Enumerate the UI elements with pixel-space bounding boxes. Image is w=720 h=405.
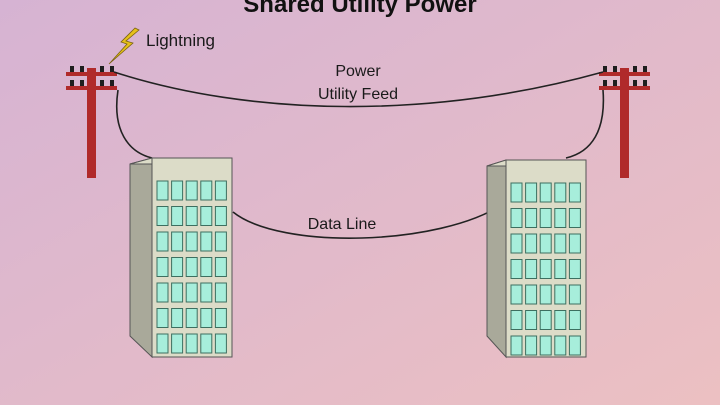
building-window <box>156 257 169 277</box>
building-window <box>510 208 523 228</box>
power-label: Power <box>335 63 381 80</box>
building-window <box>171 231 184 252</box>
building-window <box>171 282 184 303</box>
building-window <box>539 335 552 356</box>
building-window <box>554 335 567 356</box>
building-window <box>554 259 567 279</box>
building-window <box>525 182 538 203</box>
building-window <box>568 233 581 254</box>
right-service-drop-wire <box>565 89 605 159</box>
building-window <box>539 259 552 279</box>
building-window <box>156 308 169 328</box>
building-window <box>185 282 198 303</box>
building-window <box>214 231 227 252</box>
left-building-windows <box>156 180 227 354</box>
building-window <box>185 231 198 252</box>
building-window <box>510 182 523 203</box>
building-window <box>171 308 184 328</box>
building-window <box>568 182 581 203</box>
building-window <box>156 180 169 201</box>
power-utility-feed-wire <box>113 71 604 108</box>
building-window <box>200 206 213 226</box>
building-window <box>525 284 538 305</box>
data-line-label: Data Line <box>308 216 377 233</box>
right-building-windows <box>510 182 581 356</box>
building-window <box>185 333 198 354</box>
building-window <box>539 208 552 228</box>
building-window <box>525 233 538 254</box>
building-window <box>510 259 523 279</box>
building-window <box>214 308 227 328</box>
building-window <box>185 206 198 226</box>
building-window <box>185 308 198 328</box>
building-window <box>156 206 169 226</box>
building-window <box>171 180 184 201</box>
building-window <box>568 310 581 330</box>
left-utility-pole-icon <box>66 66 117 178</box>
building-window <box>200 180 213 201</box>
building-window <box>214 257 227 277</box>
building-window <box>214 206 227 226</box>
building-window <box>171 333 184 354</box>
building-window <box>568 335 581 356</box>
building-window <box>214 180 227 201</box>
building-window <box>510 310 523 330</box>
building-window <box>539 182 552 203</box>
lightning-label: Lightning <box>146 31 215 50</box>
left-service-drop-wire <box>116 89 153 159</box>
building-window <box>554 182 567 203</box>
building-window <box>510 284 523 305</box>
building-window <box>539 233 552 254</box>
building-window <box>510 233 523 254</box>
building-window <box>200 333 213 354</box>
building-window <box>554 310 567 330</box>
building-window <box>156 333 169 354</box>
building-window <box>214 282 227 303</box>
data-line-wire <box>232 203 504 239</box>
building-window <box>554 233 567 254</box>
building-window <box>568 284 581 305</box>
building-window <box>525 208 538 228</box>
right-building-icon <box>486 159 587 359</box>
utility-feed-label: Utility Feed <box>318 86 398 103</box>
right-utility-pole-icon <box>599 66 650 178</box>
building-window <box>568 259 581 279</box>
building-window <box>185 257 198 277</box>
building-window <box>171 257 184 277</box>
building-window <box>171 206 184 226</box>
building-window <box>200 282 213 303</box>
building-window <box>554 208 567 228</box>
building-window <box>525 310 538 330</box>
diagram-title: Shared Utility Power <box>243 0 476 18</box>
building-window <box>539 284 552 305</box>
building-window <box>156 231 169 252</box>
building-window <box>525 259 538 279</box>
left-building-icon <box>129 157 233 359</box>
lightning-bolt-icon <box>108 27 140 65</box>
building-window <box>525 335 538 356</box>
building-window <box>214 333 227 354</box>
building-window <box>156 282 169 303</box>
building-window <box>554 284 567 305</box>
building-window <box>200 231 213 252</box>
building-window <box>185 180 198 201</box>
building-window <box>568 208 581 228</box>
building-window <box>200 257 213 277</box>
building-window <box>510 335 523 356</box>
building-window <box>200 308 213 328</box>
building-window <box>539 310 552 330</box>
